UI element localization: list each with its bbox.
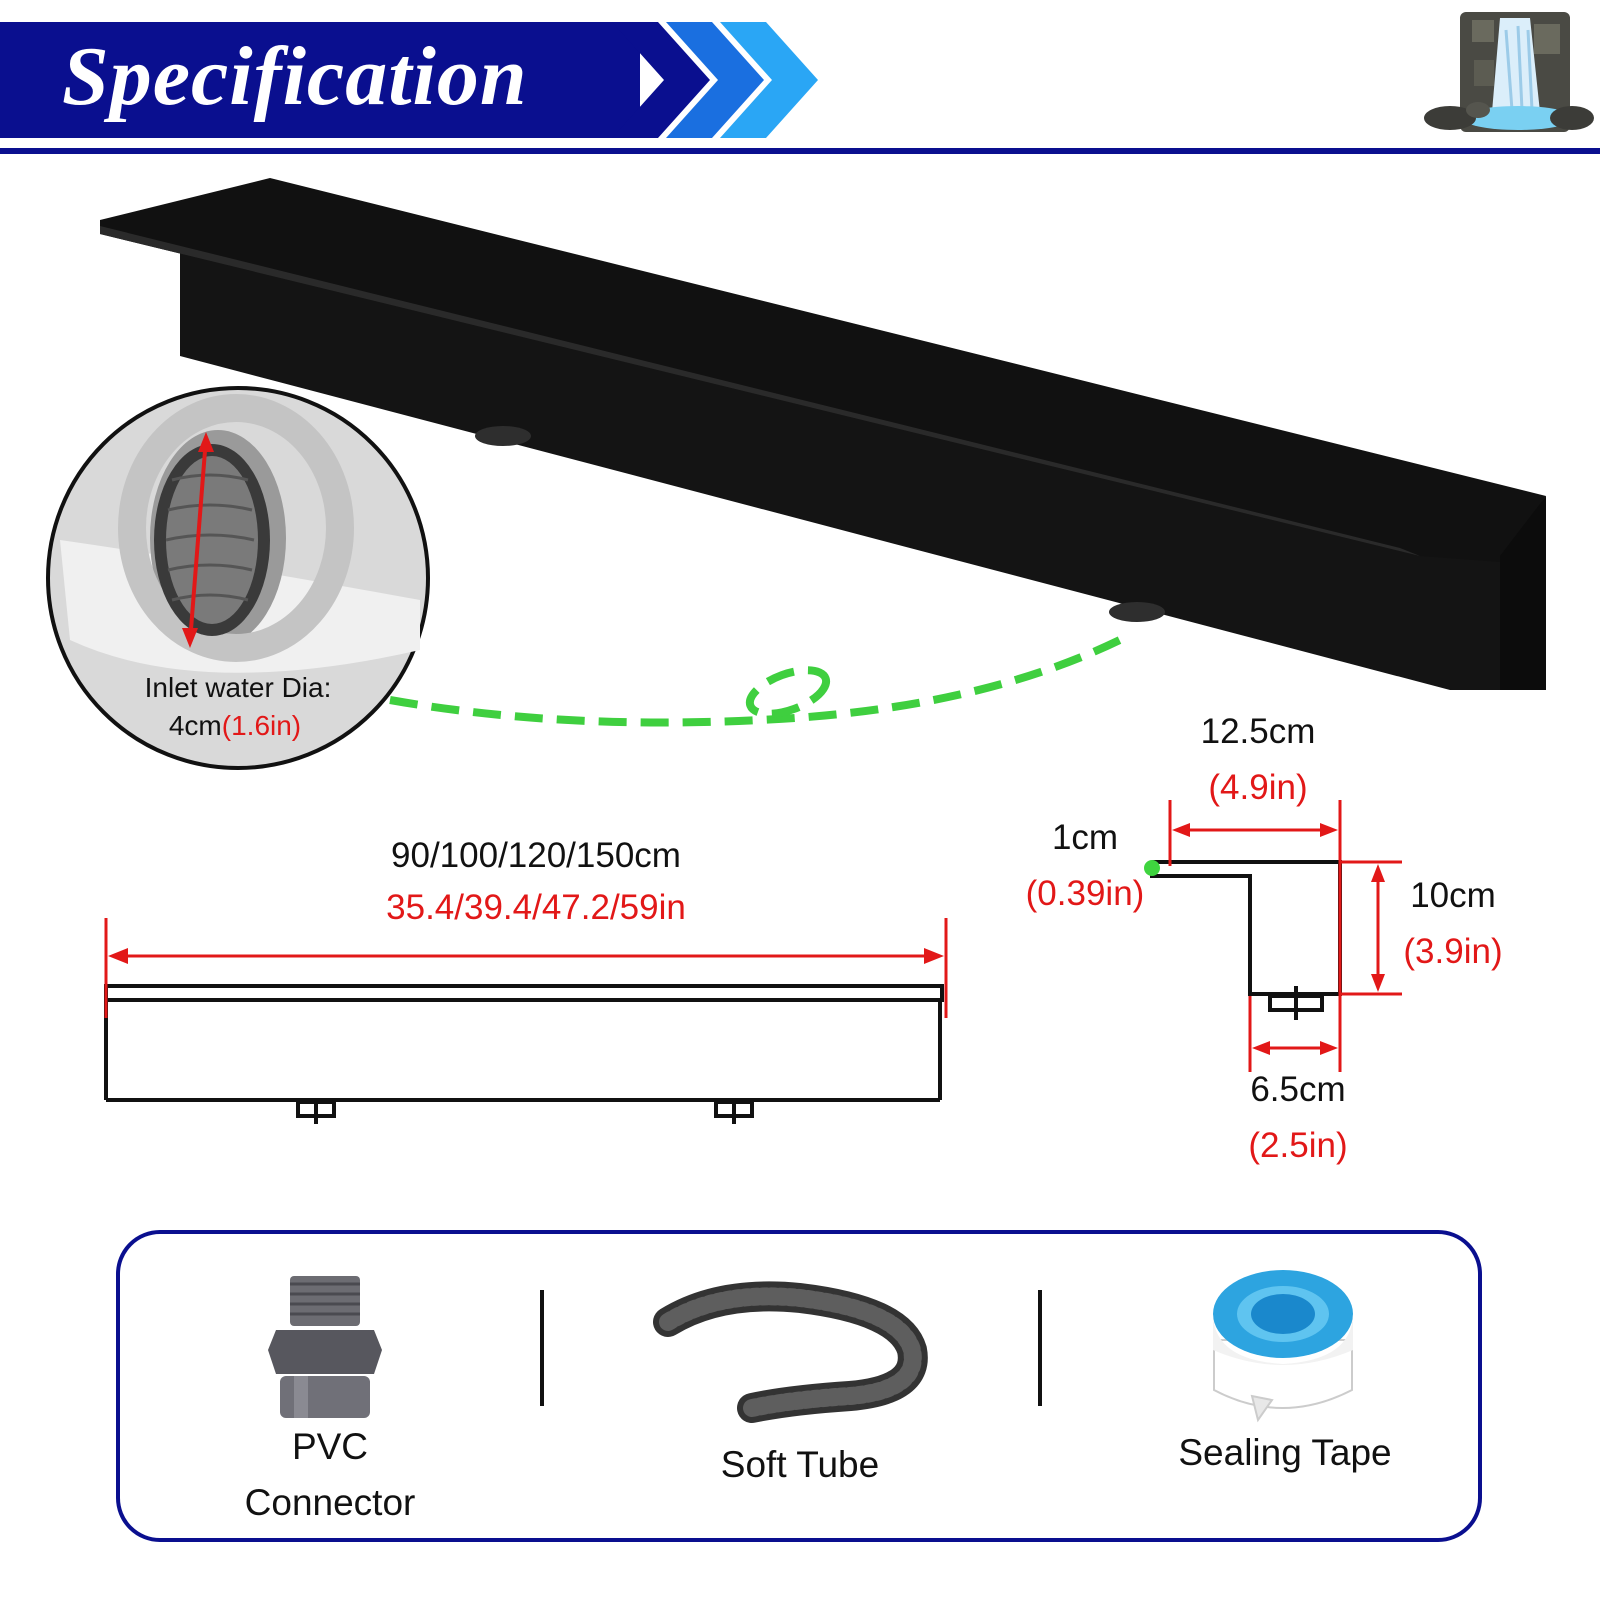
length-dimension-arrow xyxy=(104,918,948,1018)
inlet-metric: 4cm xyxy=(168,710,222,741)
inlet-imperial: (1.6in) xyxy=(221,710,302,741)
pvc-connector-label-line1: PVC xyxy=(291,1426,369,1467)
height-imperial-label: (3.9in) xyxy=(1403,932,1503,971)
profile-dimension-arrows xyxy=(1168,800,1402,1072)
width-imperial-label: (4.9in) xyxy=(1208,768,1308,807)
inlet-diameter-arrow xyxy=(188,437,208,643)
sealing-tape-icon xyxy=(1213,1270,1353,1423)
profile-drawing xyxy=(1150,860,1342,1020)
chevron-icon xyxy=(666,22,764,138)
inlet-diameter-label: 4cm(1.6in) xyxy=(130,710,340,742)
inlet-label: Inlet water Dia: xyxy=(144,672,332,703)
accessory-divider xyxy=(540,1290,544,1406)
title-banner xyxy=(0,22,640,138)
pvc-connector-icon xyxy=(268,1276,382,1418)
base-imperial-label: (2.5in) xyxy=(1248,1126,1348,1165)
pvc-connector-label-line2: Connector xyxy=(244,1482,416,1523)
accessories-panel xyxy=(116,1230,1482,1542)
header-rule xyxy=(0,148,1600,154)
inlet-connector-line xyxy=(389,632,1130,727)
length-imperial-label: 35.4/39.4/47.2/59in xyxy=(386,888,686,927)
width-metric-label: 12.5cm xyxy=(1200,712,1316,751)
inlet-closeup xyxy=(46,386,430,770)
lip-imperial-label: (0.39in) xyxy=(1025,874,1145,913)
sealing-tape-label: Sealing Tape xyxy=(1178,1432,1392,1473)
base-metric-label: 6.5cm xyxy=(1250,1070,1346,1109)
chevron-icon xyxy=(612,22,710,138)
page-title: Specification xyxy=(62,30,528,123)
soft-tube-icon xyxy=(653,1281,928,1423)
length-metric-label: 90/100/120/150cm xyxy=(391,836,681,875)
accessory-divider xyxy=(1038,1290,1042,1406)
chevron-icon xyxy=(720,22,818,138)
lip-metric-label: 1cm xyxy=(1051,818,1119,857)
length-drawing xyxy=(104,984,944,1124)
waterfall-logo-icon xyxy=(1424,12,1594,132)
soft-tube-label: Soft Tube xyxy=(720,1444,880,1485)
spillway-product xyxy=(100,178,1546,690)
height-metric-label: 10cm xyxy=(1410,876,1496,915)
lip-marker-icon xyxy=(1144,860,1160,876)
